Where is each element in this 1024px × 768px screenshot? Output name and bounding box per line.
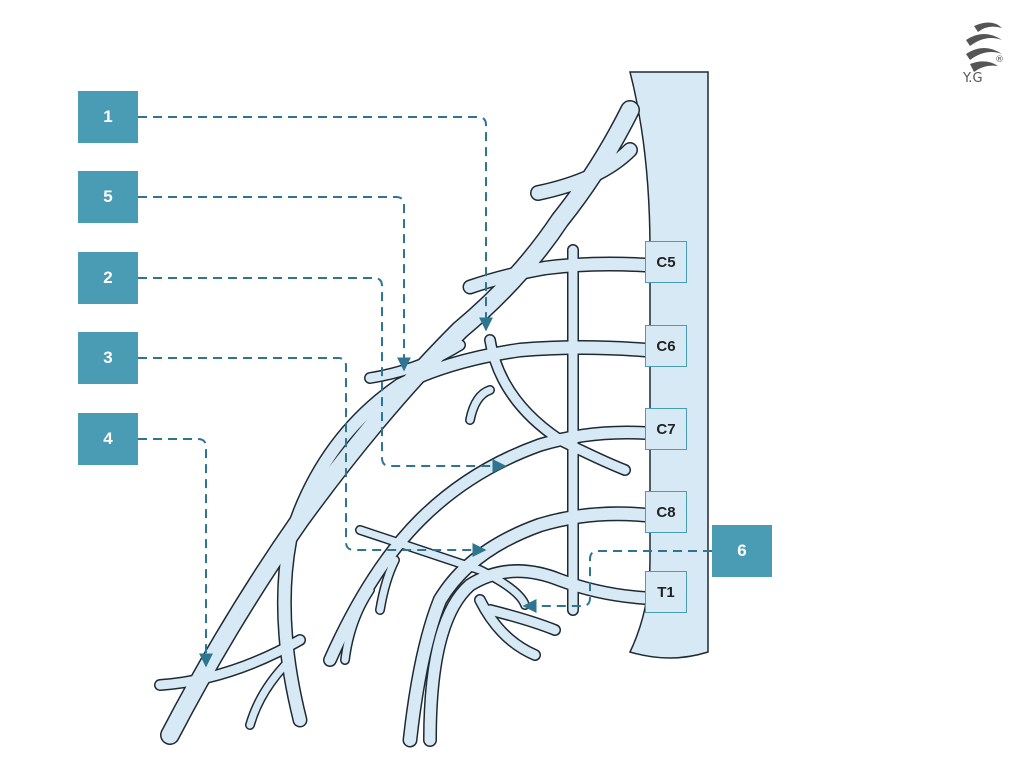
leader-3: [138, 357, 487, 557]
root-c7-text: C7: [656, 420, 676, 438]
nerve-network: [154, 100, 653, 748]
root-c5-text: C5: [656, 253, 676, 271]
root-c8-text: C8: [656, 503, 676, 521]
leader-5: [138, 196, 411, 372]
logo-text: Y.G: [963, 71, 983, 86]
label-box-1: 1: [78, 91, 138, 143]
leader-lines: [138, 116, 712, 668]
label-box-5: 5: [78, 171, 138, 223]
leader-4: [138, 438, 213, 668]
label-4-text: 4: [103, 429, 113, 448]
label-5-text: 5: [103, 187, 113, 206]
label-1-text: 1: [103, 107, 113, 126]
label-box-2: 2: [78, 252, 138, 304]
label-box-3: 3: [78, 332, 138, 384]
leader-1: [138, 116, 493, 332]
registered-mark: ®: [995, 55, 1004, 65]
yg-logo-icon: [966, 22, 1002, 72]
root-t1-text: T1: [657, 583, 675, 601]
leader-2: [138, 277, 507, 473]
root-label-c7: C7: [645, 408, 687, 450]
root-label-c6: C6: [645, 325, 687, 367]
label-box-4: 4: [78, 413, 138, 465]
root-label-c8: C8: [645, 491, 687, 533]
root-c6-text: C6: [656, 337, 676, 355]
label-6-text: 6: [737, 541, 747, 560]
root-label-t1: T1: [645, 571, 687, 613]
label-2-text: 2: [103, 268, 113, 287]
label-3-text: 3: [103, 348, 113, 367]
root-label-c5: C5: [645, 241, 687, 283]
label-box-6: 6: [712, 525, 772, 577]
